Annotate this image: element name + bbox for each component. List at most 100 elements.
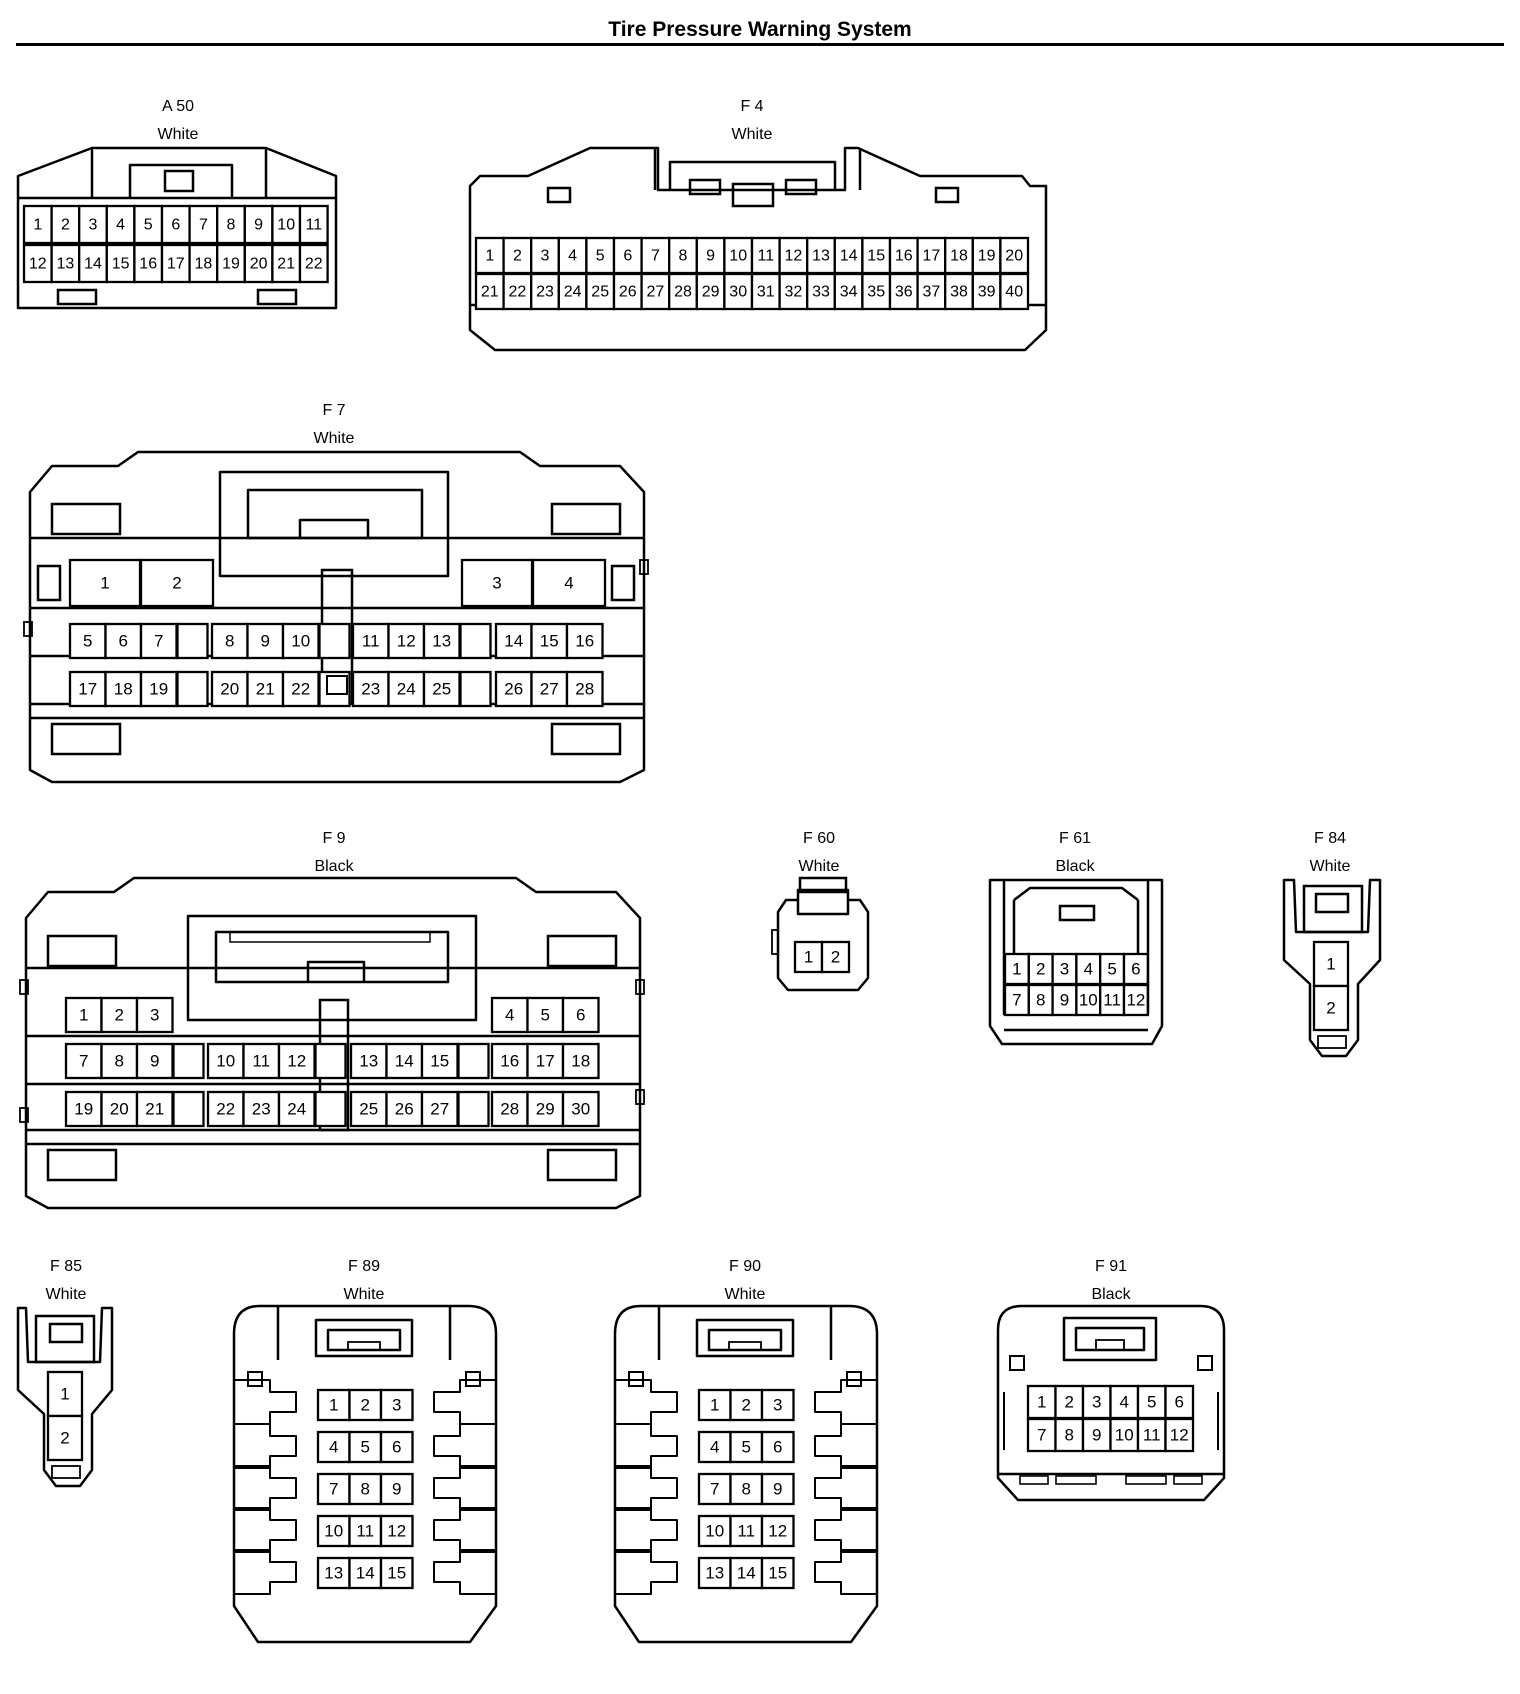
pin-number: 8 xyxy=(742,1479,751,1498)
pin-number: 40 xyxy=(1005,284,1023,301)
pin: 22 xyxy=(206,1090,245,1128)
pin-number: 12 xyxy=(1170,1425,1189,1444)
connector-color: White xyxy=(314,430,355,447)
pin: 3 xyxy=(1081,1384,1112,1420)
pin-number: 14 xyxy=(737,1563,756,1582)
pin-number: 16 xyxy=(500,1051,519,1070)
pin-number: 8 xyxy=(225,631,234,650)
pin: 1 xyxy=(46,1370,84,1418)
pin-number: 7 xyxy=(1037,1425,1046,1444)
pin: 12 xyxy=(387,622,426,660)
pin-number: 24 xyxy=(397,679,416,698)
pin: 9 xyxy=(760,1472,795,1506)
pin-number: 7 xyxy=(329,1479,338,1498)
empty-cavity xyxy=(172,1042,205,1080)
pin-number: 15 xyxy=(112,256,130,273)
pin-number: 2 xyxy=(60,1428,69,1447)
pin: 13 xyxy=(422,622,461,660)
pin-number: 7 xyxy=(79,1051,88,1070)
pin: 22 xyxy=(502,272,533,311)
pin-number: 12 xyxy=(287,1051,306,1070)
pin-number: 24 xyxy=(287,1099,306,1118)
pin-number: 1 xyxy=(710,1395,719,1414)
pin-number: 39 xyxy=(978,284,996,301)
pin-number: 3 xyxy=(492,573,501,592)
connector-id: F 91 xyxy=(1095,1258,1127,1275)
pin-number: 18 xyxy=(114,679,133,698)
pin: 36 xyxy=(888,272,919,311)
connector-color: White xyxy=(1310,858,1351,875)
pin-number: 26 xyxy=(619,284,637,301)
empty-cavity xyxy=(176,670,209,708)
pin: 7 xyxy=(139,622,178,660)
pin-number: 9 xyxy=(1092,1425,1101,1444)
pin-number: 6 xyxy=(392,1437,401,1456)
pin: 15 xyxy=(530,622,569,660)
title-rule xyxy=(16,43,1504,46)
pin: 6 xyxy=(1164,1384,1195,1420)
pin-number: 9 xyxy=(261,631,270,650)
pin-number: 34 xyxy=(840,284,858,301)
pin-number: 11 xyxy=(362,631,380,650)
pin-number: 6 xyxy=(119,631,128,650)
pin-number: 4 xyxy=(710,1437,719,1456)
pin: 17 xyxy=(68,670,107,708)
pin: 8 xyxy=(1054,1417,1085,1453)
pin-number: 12 xyxy=(785,248,803,265)
pin: 12 xyxy=(22,243,53,284)
connector-id: F 84 xyxy=(1314,830,1346,847)
pin: 1 xyxy=(474,236,505,275)
pin: 12 xyxy=(760,1514,795,1548)
pin: 32 xyxy=(778,272,809,311)
pin: 11 xyxy=(298,204,329,245)
pin: 2 xyxy=(729,1388,764,1422)
pin: 18 xyxy=(188,243,219,284)
pin-number: 14 xyxy=(840,248,858,265)
pin: 5 xyxy=(348,1430,383,1464)
page-title: Tire Pressure Warning System xyxy=(608,18,912,41)
pin-number: 8 xyxy=(679,248,688,265)
pin-number: 3 xyxy=(89,217,98,234)
pin-number: 7 xyxy=(1012,990,1021,1009)
connector-f84: 12 xyxy=(1282,878,1382,1058)
pin-number: 3 xyxy=(392,1395,401,1414)
pin-number: 1 xyxy=(1037,1392,1046,1411)
empty-cavity xyxy=(314,1090,347,1128)
pin: 2 xyxy=(1054,1384,1085,1420)
empty-cavity xyxy=(457,1090,490,1128)
pin: 23 xyxy=(530,272,560,311)
pin: 20 xyxy=(243,243,274,284)
pin-number: 27 xyxy=(430,1099,449,1118)
pin-number: 6 xyxy=(576,1005,585,1024)
pin: 19 xyxy=(64,1090,103,1128)
pin-number: 25 xyxy=(359,1099,378,1118)
pin: 11 xyxy=(1136,1417,1167,1453)
pin-number: 30 xyxy=(571,1099,590,1118)
pin: 35 xyxy=(861,272,892,311)
pin-number: 11 xyxy=(1103,990,1121,1009)
pin: 13 xyxy=(316,1556,351,1590)
pin: 11 xyxy=(351,622,390,660)
pin: 10 xyxy=(1075,983,1102,1017)
pin: 18 xyxy=(944,236,974,275)
pin-number: 1 xyxy=(329,1395,338,1414)
empty-cavity xyxy=(172,1090,205,1128)
pin-number: 14 xyxy=(84,256,102,273)
pin-number: 1 xyxy=(79,1005,88,1024)
pin-number: 32 xyxy=(785,284,803,301)
pin-number: 7 xyxy=(154,631,163,650)
pin: 20 xyxy=(100,1090,139,1128)
pin: 5 xyxy=(1099,952,1126,986)
pin-number: 26 xyxy=(504,679,523,698)
pin: 1 xyxy=(68,558,142,608)
pin: 26 xyxy=(385,1090,424,1128)
pin: 8 xyxy=(348,1472,383,1506)
pin: 14 xyxy=(833,236,864,275)
pin-number: 10 xyxy=(1079,990,1098,1009)
pin: 2 xyxy=(820,940,851,974)
